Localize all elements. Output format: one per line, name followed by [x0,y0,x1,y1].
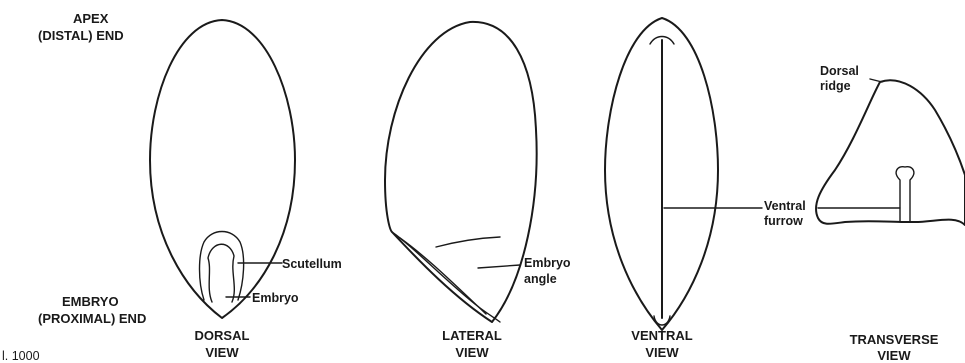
dorsal-ridge-leader [870,79,882,82]
lateral-view-name: LATERAL [442,328,502,343]
ventral-view-word: VIEW [645,345,679,360]
lateral-view [385,22,537,322]
dorsal-view-name: DORSAL [195,328,250,343]
dorsal-ridge-label-line1: Dorsal [820,64,859,78]
scutellum-label: Scutellum [282,257,342,271]
transverse-furrow [896,167,914,222]
embryo-end-label-line2: (PROXIMAL) END [38,311,146,326]
dorsal-view-word: VIEW [205,345,239,360]
transverse-view-word: VIEW [877,348,911,363]
lateral-embryo-angle-line [436,237,500,247]
dorsal-kernel-outline [150,20,295,318]
transverse-outline [816,80,965,225]
transverse-view-name: TRANSVERSE [850,332,939,347]
ventral-view-name: VENTRAL [631,328,692,343]
lateral-kernel-outline [385,22,537,322]
embryo-label: Embryo [252,291,299,305]
embryo-angle-label-line2: angle [524,272,557,286]
cropped-caption-fragment: l. 1000 [2,349,40,363]
lateral-view-word: VIEW [455,345,489,360]
apex-label-line2: (DISTAL) END [38,28,124,43]
ventral-furrow-label-line1: Ventral [764,199,806,213]
ventral-view [605,18,762,330]
transverse-view [816,79,965,225]
scutellum-shape [200,232,244,301]
dorsal-ridge-label-line2: ridge [820,79,851,93]
embryo-shape [208,244,234,302]
dorsal-view [150,20,295,318]
apex-label-line1: APEX [73,11,109,26]
ventral-furrow-label-line2: furrow [764,214,803,228]
embryo-end-label-line1: EMBRYO [62,294,119,309]
embryo-angle-label-line1: Embryo [524,256,571,270]
embryo-angle-leader [478,265,520,268]
